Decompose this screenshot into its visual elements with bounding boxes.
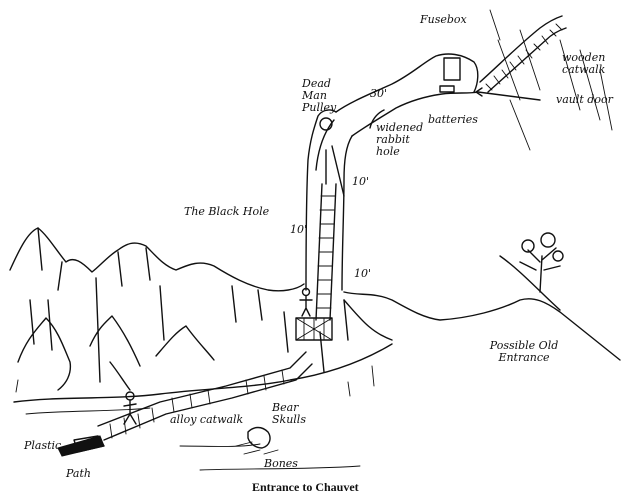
plastic-label: Plastic: [24, 439, 62, 452]
ten-foot-lower-label: 10': [354, 267, 372, 280]
ten-foot-middle-label: 10': [290, 223, 308, 236]
path-label: Path: [66, 467, 91, 480]
widened-rabbit-hole-label: widened rabbit hole: [376, 121, 424, 158]
vault-door-label: vault door: [556, 93, 613, 106]
alloy-catwalk-label: alloy catwalk: [170, 413, 244, 426]
ten-foot-upper-label: 10': [352, 175, 370, 188]
thirty-foot-label: 30': [370, 87, 388, 100]
possible-old-entrance-label: Possible Old Entrance: [489, 339, 559, 364]
batteries-label: batteries: [428, 113, 478, 126]
diagram-caption: Entrance to Chauvet: [252, 480, 359, 494]
bones-label: Bones: [264, 457, 298, 470]
fusebox-label: Fusebox: [420, 13, 467, 26]
wooden-catwalk-label: wooden catwalk: [562, 51, 606, 76]
black-hole-label: The Black Hole: [184, 205, 270, 218]
bear-skulls-label: Bear Skulls: [272, 401, 306, 426]
dead-man-pulley-label: Dead Man Pulley: [302, 77, 337, 114]
